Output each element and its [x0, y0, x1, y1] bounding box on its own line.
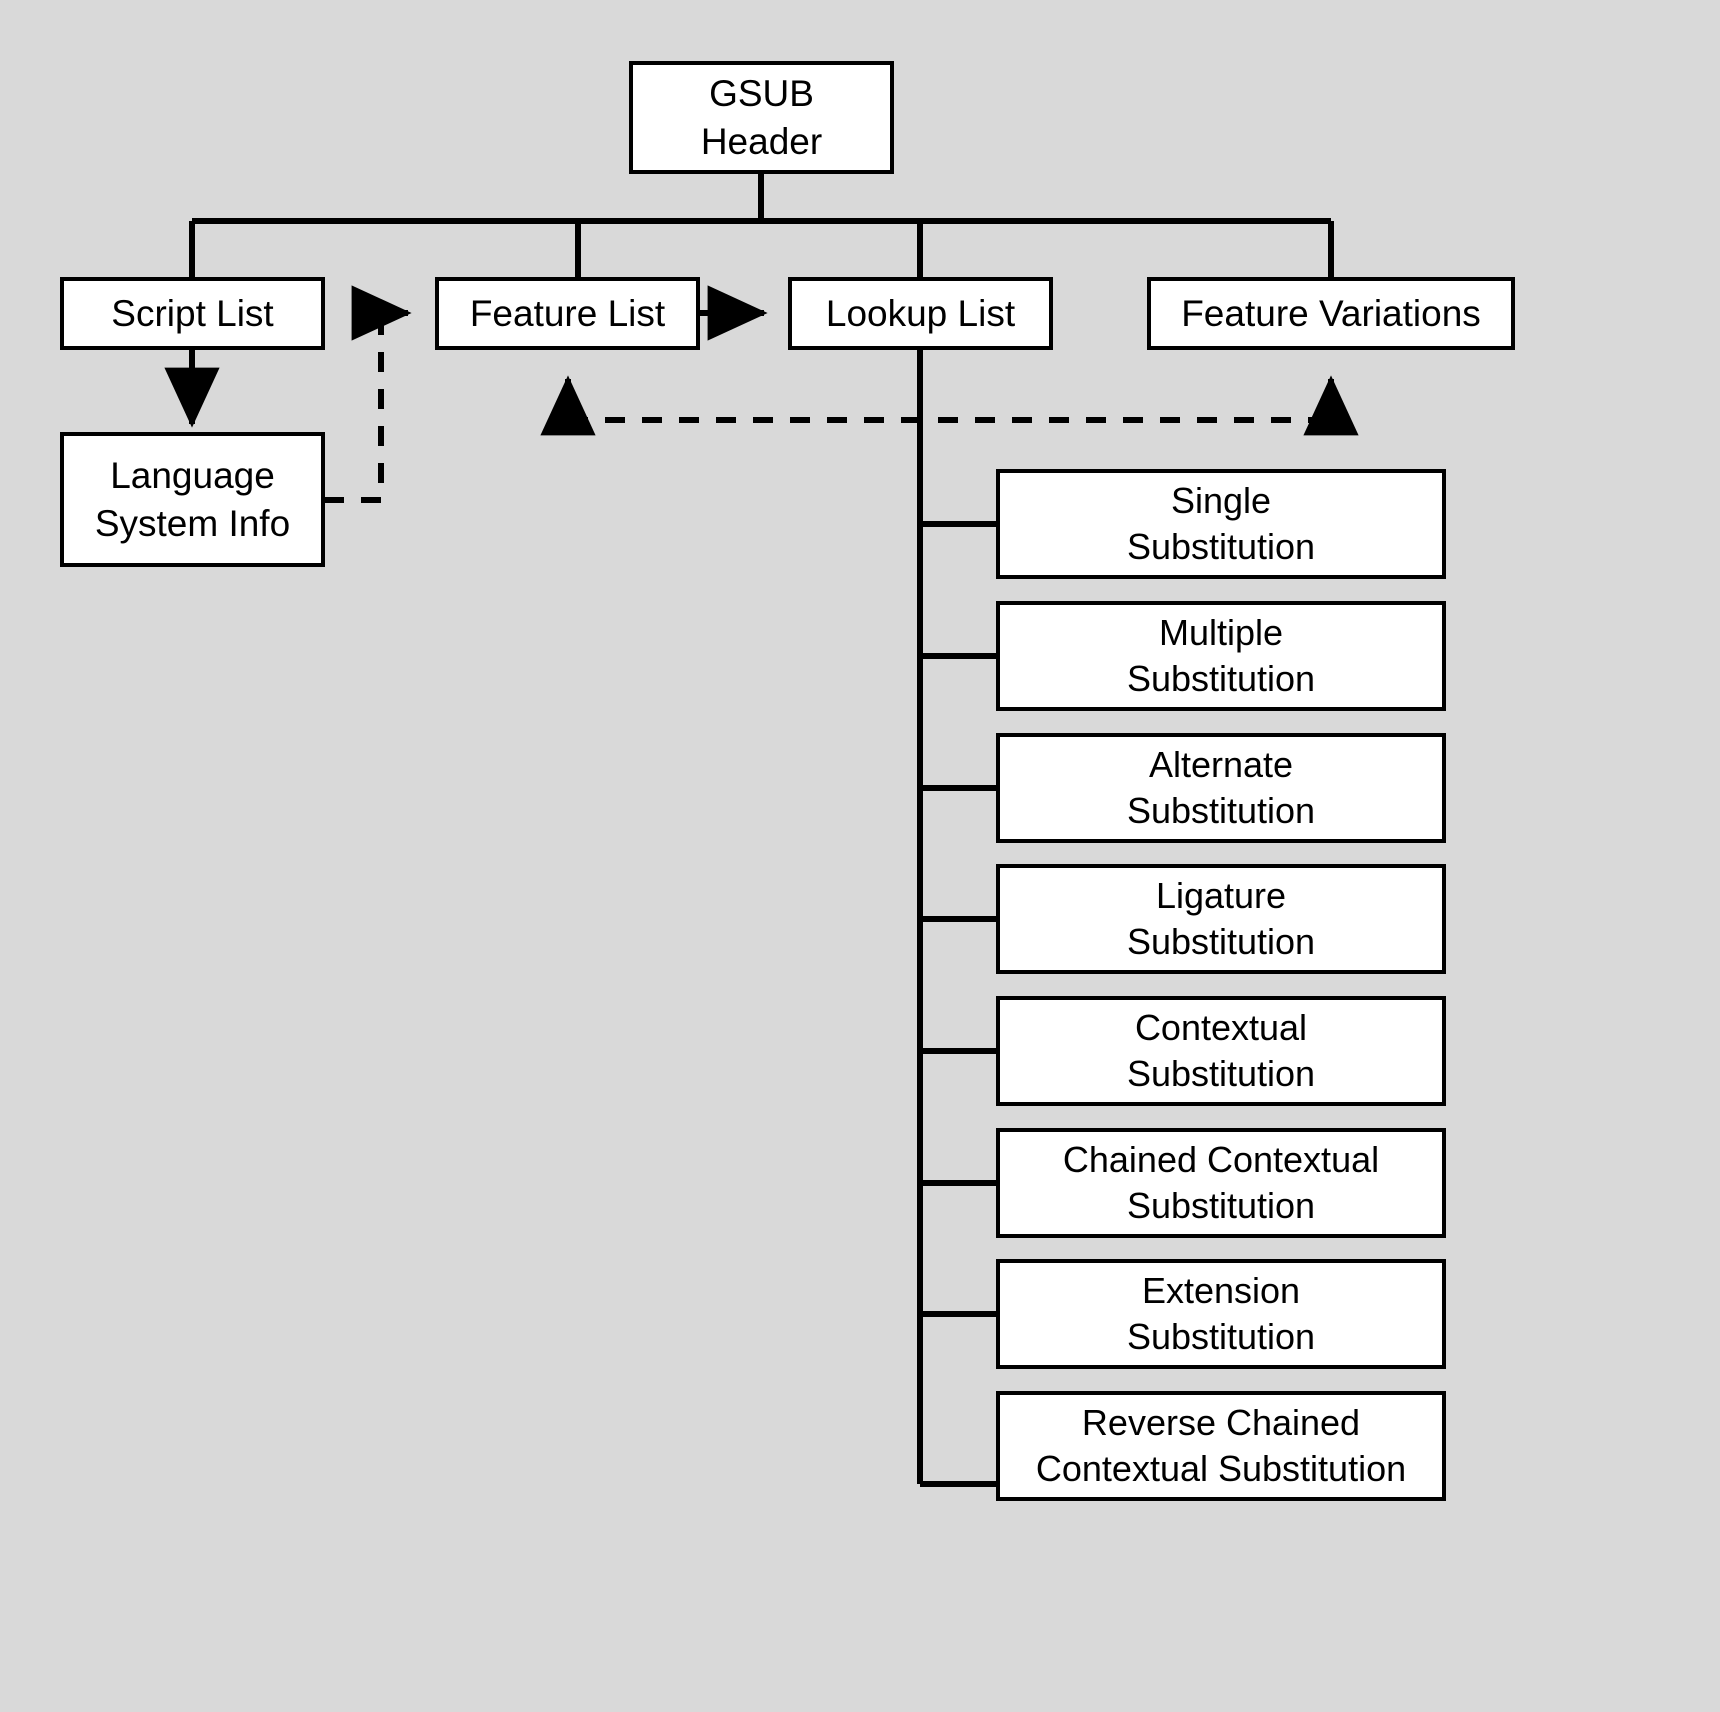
node-label-line2: Substitution — [1126, 1316, 1316, 1357]
node-label-line1: Reverse Chained — [1081, 1401, 1361, 1443]
node-label-line1: Contextual — [1134, 1006, 1308, 1048]
node-feature-list[interactable]: Feature List — [435, 277, 700, 350]
node-label-line1: Single — [1170, 479, 1272, 521]
edge-lookup-list-to-lookup-types — [917, 350, 998, 1487]
node-multiple-substitution[interactable]: Multiple Substitution — [996, 601, 1446, 711]
node-single-substitution[interactable]: Single Substitution — [996, 469, 1446, 579]
node-label-line2: Substitution — [1126, 526, 1316, 567]
node-label-line1: Script List — [111, 292, 274, 334]
node-label-line1: Language — [110, 455, 275, 497]
node-label-line1: Extension — [1141, 1269, 1301, 1311]
edge-header-to-children — [189, 174, 1334, 278]
node-script-list[interactable]: Script List — [60, 277, 325, 350]
node-ligature-substitution[interactable]: Ligature Substitution — [996, 864, 1446, 974]
node-label-line2: Substitution — [1126, 921, 1316, 962]
edge-lookup-list-to-feature-list — [540, 375, 1331, 436]
node-label-line2: Substitution — [1126, 1185, 1316, 1226]
edge-language-system-info-to-feature-list — [324, 285, 412, 503]
node-label-line1: Alternate — [1148, 743, 1294, 785]
node-label-line2: Contextual Substitution — [1035, 1448, 1407, 1489]
node-label-line2: System Info — [94, 502, 291, 544]
node-label-line1: Multiple — [1158, 611, 1284, 653]
node-label-line2: Substitution — [1126, 1053, 1316, 1094]
node-language-system-info[interactable]: Language System Info — [60, 432, 325, 567]
node-label-line1: Chained Contextual — [1062, 1138, 1380, 1180]
node-contextual-substitution[interactable]: Contextual Substitution — [996, 996, 1446, 1106]
node-label-line2: Substitution — [1126, 658, 1316, 699]
node-extension-substitution[interactable]: Extension Substitution — [996, 1259, 1446, 1369]
node-label-line2: Substitution — [1126, 790, 1316, 831]
node-label-line1: Ligature — [1155, 874, 1287, 916]
node-label-line1: Feature List — [469, 292, 666, 334]
node-label-line1: Lookup List — [825, 292, 1016, 334]
node-chained-contextual-substitution[interactable]: Chained Contextual Substitution — [996, 1128, 1446, 1238]
node-gsub-header[interactable]: GSUB Header — [629, 61, 894, 174]
node-label-line1: Feature Variations — [1181, 292, 1481, 334]
node-feature-variations[interactable]: Feature Variations — [1147, 277, 1515, 350]
node-label-line2: Header — [700, 120, 823, 162]
node-reverse-chained-contextual-substitution[interactable]: Reverse Chained Contextual Substitution — [996, 1391, 1446, 1501]
node-lookup-list[interactable]: Lookup List — [788, 277, 1053, 350]
node-label-line1: GSUB — [709, 73, 814, 115]
node-alternate-substitution[interactable]: Alternate Substitution — [996, 733, 1446, 843]
